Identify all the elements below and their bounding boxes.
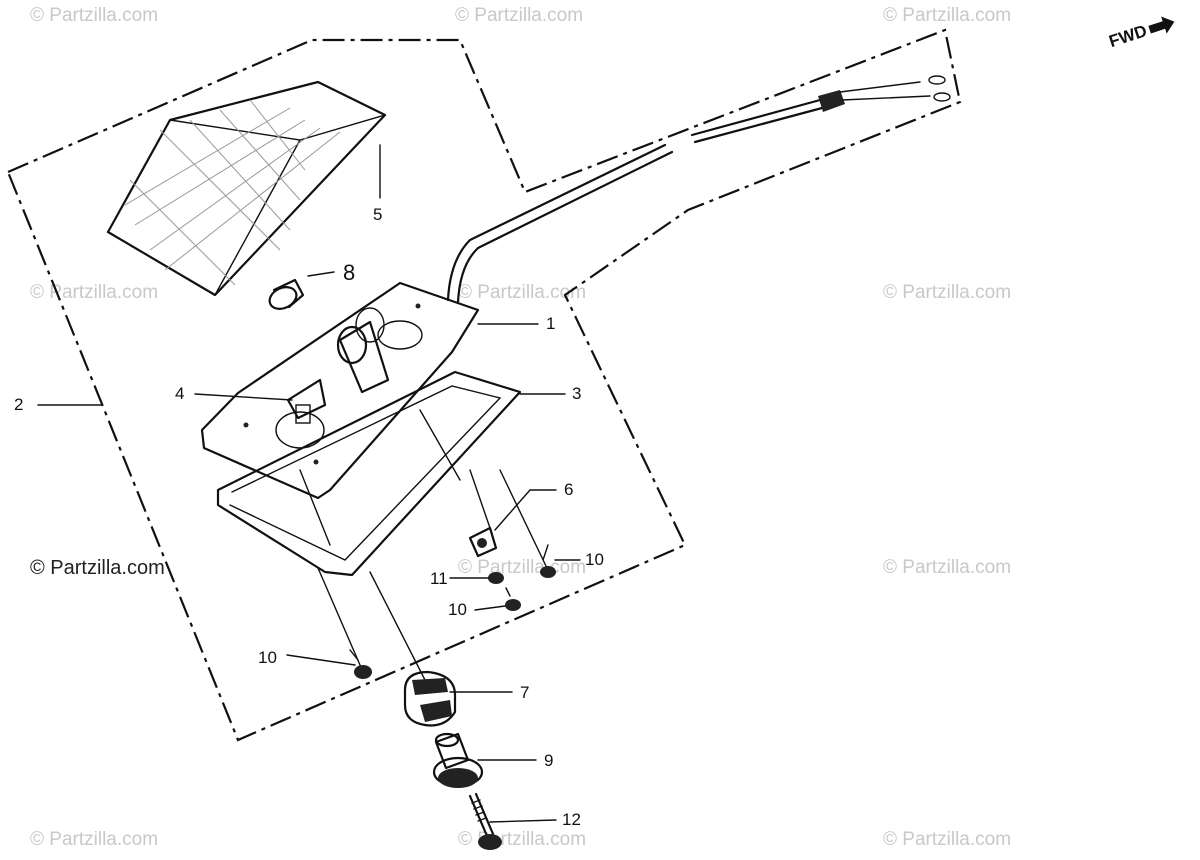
watermark: © Partzilla.com (883, 829, 1012, 850)
assembly-boundary (6, 28, 962, 742)
callout-11: 11 (430, 569, 448, 588)
watermark-copyright: © Partzilla.com (30, 557, 165, 579)
cushion (403, 670, 457, 727)
grommet (468, 526, 498, 558)
wire-harness (446, 75, 951, 304)
watermark: © Partzilla.com (30, 829, 159, 850)
collar (432, 732, 484, 788)
callout-1: 1 (546, 314, 556, 333)
callout-7: 7 (520, 683, 530, 702)
callout-10: 10 (448, 600, 467, 619)
guide-line (369, 571, 426, 681)
callout-5: 5 (373, 205, 383, 224)
callout-4: 4 (175, 384, 185, 403)
lamp-plate (200, 281, 480, 500)
bolt (468, 792, 502, 850)
watermark: © Partzilla.com (883, 282, 1012, 303)
watermark: © Partzilla.com (30, 5, 159, 26)
callout-6: 6 (564, 480, 574, 499)
callout-12: 12 (562, 810, 581, 829)
screw (540, 544, 556, 578)
callout-9: 9 (544, 751, 554, 770)
watermark: © Partzilla.com (883, 557, 1012, 578)
lens (106, 80, 387, 297)
guide-line (469, 469, 491, 529)
callout-8: 8 (343, 260, 356, 285)
housing (216, 370, 522, 577)
guide-line (499, 469, 547, 567)
callout-3: 3 (572, 384, 582, 403)
forward-direction-indicator: FWD (1107, 12, 1179, 52)
guide-line (317, 567, 361, 666)
washer (488, 572, 504, 584)
bulb (268, 278, 305, 310)
leader-lines (37, 144, 581, 823)
watermark: © Partzilla.com (883, 5, 1012, 26)
fwd-arrow-icon (1148, 16, 1175, 34)
watermark: © Partzilla.com (30, 282, 159, 303)
watermark: © Partzilla.com (458, 282, 587, 303)
callout-2: 2 (14, 395, 24, 414)
screw (505, 587, 521, 611)
watermark: © Partzilla.com (455, 5, 584, 26)
callout-10: 10 (585, 550, 604, 569)
callout-10: 10 (258, 648, 277, 667)
